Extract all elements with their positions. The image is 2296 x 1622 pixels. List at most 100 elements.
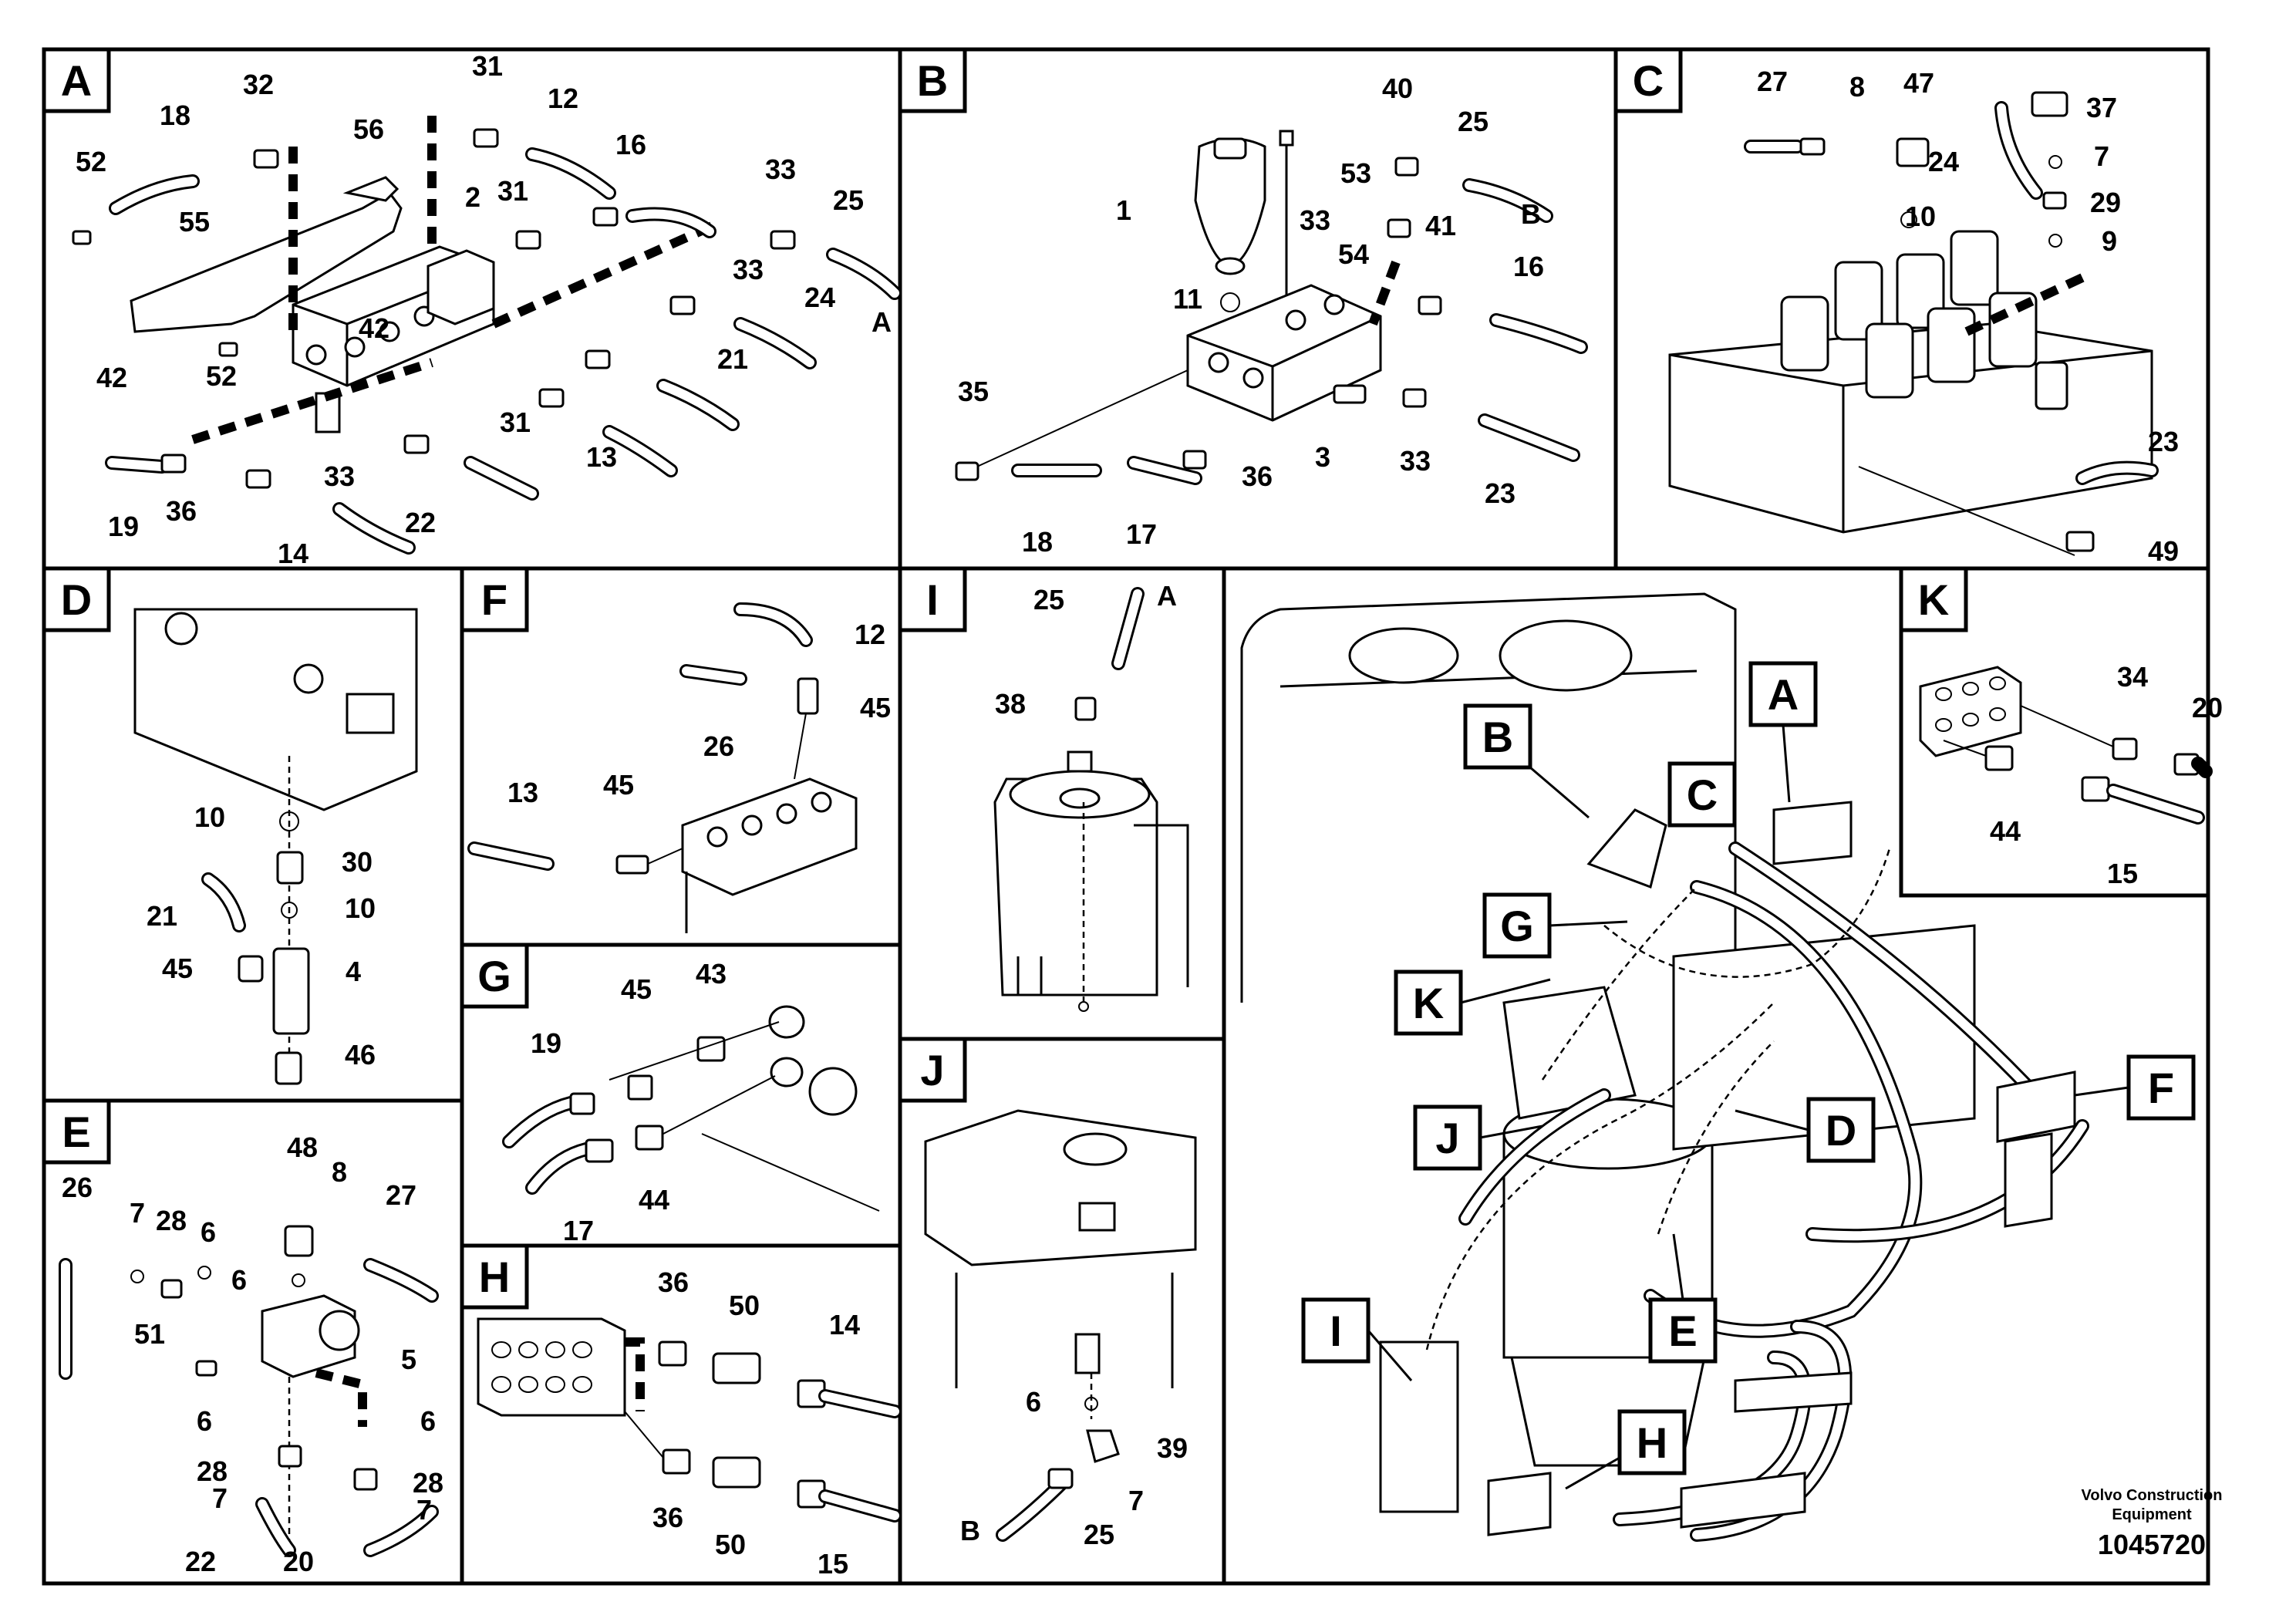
- part-label-a-22: 22: [405, 507, 436, 538]
- part-label-e-4: 7: [130, 1197, 145, 1229]
- drawing-number: 1045720: [2098, 1529, 2206, 1560]
- part-label-b-15: 18: [1022, 526, 1053, 558]
- part-label-f-0: 12: [855, 619, 885, 650]
- part-label-c-5: 7: [2094, 140, 2109, 172]
- overview-callout-c: C: [1687, 771, 1718, 819]
- part-label-f-4: 45: [603, 769, 634, 801]
- panel-f-tag: F: [481, 575, 507, 624]
- part-label-h-0: 36: [658, 1266, 689, 1298]
- overview-callouts: A B C D E F G H I K J: [1301, 661, 2196, 1490]
- part-label-b-3: 53: [1340, 157, 1371, 189]
- part-label-a-24: 36: [166, 495, 197, 527]
- part-label-a-9: 16: [615, 129, 646, 160]
- part-label-e-11: 6: [420, 1405, 436, 1437]
- part-label-e-8: 51: [134, 1318, 165, 1350]
- part-label-e-14: 7: [212, 1482, 228, 1514]
- part-label-c-6: 10: [1905, 201, 1936, 232]
- part-label-d-1: 30: [342, 846, 373, 878]
- part-label-a-3: 31: [472, 50, 503, 82]
- part-label-g-3: 17: [563, 1215, 594, 1246]
- part-label-a-11: 25: [833, 184, 864, 216]
- part-label-a-6: 55: [179, 206, 210, 238]
- part-label-b-9: 11: [1173, 283, 1202, 315]
- part-label-e-6: 6: [201, 1216, 216, 1248]
- panel-b-tag: B: [917, 56, 948, 105]
- panel-i-artwork: [993, 587, 1189, 1012]
- part-label-k-1: 20: [2192, 692, 2223, 723]
- part-label-a-16: 52: [206, 360, 237, 392]
- part-label-j-3: B: [960, 1515, 980, 1546]
- part-label-c-1: 8: [1849, 71, 1865, 103]
- overview-callout-a: A: [1768, 670, 1799, 719]
- part-label-a-20: 13: [586, 441, 617, 473]
- part-label-i-2: 38: [995, 688, 1026, 720]
- part-label-b-11: 36: [1242, 460, 1273, 492]
- overview-callout-j: J: [1435, 1114, 1459, 1162]
- part-label-a-4: 12: [548, 83, 578, 114]
- part-label-a-25: 14: [278, 538, 308, 569]
- part-label-a-14: A: [872, 306, 892, 338]
- overview-callout-d: D: [1826, 1106, 1856, 1155]
- part-label-f-3: 13: [507, 777, 538, 808]
- part-label-b-7: 41: [1425, 210, 1456, 241]
- part-label-h-5: 15: [818, 1548, 848, 1580]
- panel-g-tag: G: [477, 952, 511, 1000]
- part-label-b-2: 1: [1116, 194, 1131, 226]
- panel-i-tag: I: [926, 575, 939, 624]
- panel-d-tag: D: [61, 575, 92, 624]
- panel-e-artwork: [59, 1225, 439, 1558]
- part-label-a-5: 52: [76, 146, 106, 177]
- overview-callout-i: I: [1330, 1307, 1342, 1355]
- part-label-j-1: 39: [1157, 1432, 1188, 1464]
- part-label-b-1: 25: [1458, 106, 1489, 137]
- part-label-d-4: 45: [162, 953, 193, 984]
- part-label-a-2: 56: [353, 113, 384, 145]
- part-label-k-0: 34: [2117, 661, 2148, 693]
- part-label-g-0: 45: [621, 973, 652, 1005]
- part-label-e-15: 7: [416, 1494, 432, 1526]
- part-label-j-0: 6: [1026, 1386, 1041, 1418]
- part-label-e-12: 28: [197, 1455, 228, 1487]
- part-label-g-4: 44: [639, 1184, 669, 1216]
- part-label-b-5: B: [1521, 198, 1541, 230]
- overview-callout-e: E: [1668, 1307, 1697, 1355]
- part-label-e-10: 6: [197, 1405, 212, 1437]
- part-label-j-2: 7: [1128, 1485, 1144, 1516]
- part-label-a-15: 42: [359, 312, 389, 344]
- part-label-e-0: 48: [287, 1131, 318, 1163]
- part-label-d-6: 46: [345, 1039, 376, 1071]
- panel-g-artwork: [502, 1005, 880, 1212]
- part-label-b-0: 40: [1382, 73, 1413, 104]
- part-label-e-1: 26: [62, 1172, 93, 1203]
- part-label-h-2: 14: [829, 1309, 860, 1340]
- part-label-a-7: 2: [465, 181, 480, 213]
- panel-c-artwork: [1668, 91, 2159, 556]
- part-label-h-3: 36: [652, 1502, 683, 1533]
- part-label-b-12: 3: [1315, 441, 1330, 473]
- part-label-d-0: 10: [194, 801, 225, 833]
- part-label-e-16: 22: [185, 1546, 216, 1577]
- part-label-e-2: 8: [332, 1156, 347, 1188]
- part-label-e-3: 27: [386, 1179, 416, 1211]
- panel-k-artwork: [1919, 666, 2213, 824]
- part-label-b-8: 16: [1513, 251, 1544, 282]
- part-label-g-1: 43: [696, 958, 727, 990]
- part-label-e-9: 5: [401, 1344, 416, 1375]
- part-label-a-8: 31: [497, 175, 528, 207]
- overview-callout-b: B: [1482, 713, 1513, 761]
- panel-b-artwork: [955, 130, 1588, 485]
- part-label-c-0: 27: [1757, 66, 1788, 97]
- part-label-d-5: 4: [346, 956, 361, 987]
- part-label-e-7: 6: [231, 1264, 247, 1296]
- overview-frame: [1222, 566, 2210, 1586]
- part-label-h-4: 50: [715, 1529, 746, 1560]
- part-label-b-4: 33: [1300, 204, 1330, 236]
- part-label-c-9: 23: [2148, 426, 2179, 457]
